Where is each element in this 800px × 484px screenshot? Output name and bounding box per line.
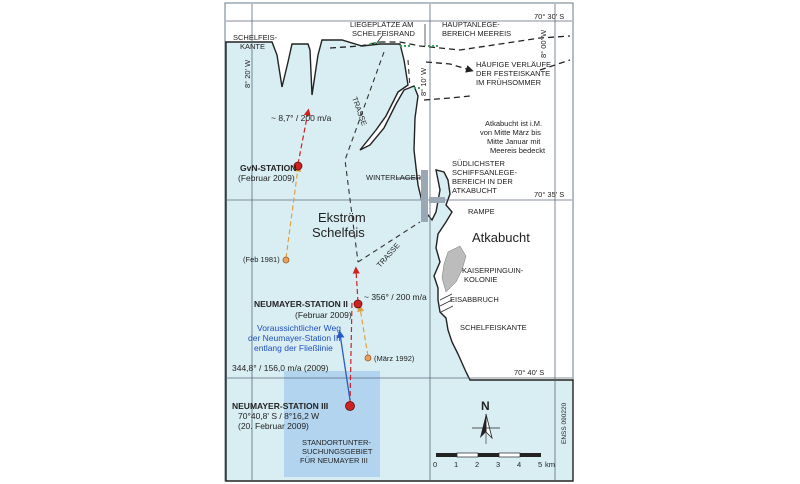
nm3-expected-path	[336, 330, 351, 401]
gvn-station-date: (Februar 2009)	[238, 173, 295, 183]
scale-tick-1: 1	[454, 460, 458, 469]
haeufige-label-3: IM FRÜHSOMMER	[476, 78, 542, 87]
nm3-flow-red	[349, 301, 353, 405]
nm2-station-marker	[353, 299, 363, 309]
atkabucht-note-4: Meereis bedeckt	[490, 146, 546, 155]
nm3-path-note-2: der Neumayer-Station III	[248, 333, 341, 343]
standort-label-2: SUCHUNGSGEBIET	[302, 447, 373, 456]
hauptanlege-label-1: HAUPTANLEGE-	[442, 20, 500, 29]
kaiserpinguin-label-2: KOLONIE	[464, 275, 497, 284]
nm3-path-note-3: entlang der Fließlinie	[254, 343, 333, 353]
atkabucht-note-2: von Mitte März bis	[480, 128, 541, 137]
atkabucht-note-1: Atkabucht ist i.M.	[485, 119, 542, 128]
standort-label-3: FÜR NEUMAYER III	[300, 456, 368, 465]
trasse-routes	[344, 51, 421, 263]
enss-code: ENSS 090220	[561, 402, 568, 444]
north-arrow-label: N	[481, 399, 490, 413]
hauptanlege-label-2: BEREICH MEEREIS	[442, 29, 511, 38]
label-leaders	[375, 24, 426, 179]
nm3-coords: 70°40,8' S / 8°16,2 W	[238, 411, 319, 421]
fast-ice-edge-2	[425, 61, 474, 73]
nm2-old-date: (März 1992)	[374, 354, 415, 363]
nm3-path-note-1: Voraussichtlicher Weg	[257, 323, 341, 333]
fast-ice-edge-4	[539, 59, 571, 71]
lon-label-00: 8° 00' W	[539, 29, 548, 58]
lat-label-35: 70° 35' S	[534, 190, 564, 199]
schelfeiskante-se-label: SCHELFEISKANTE	[460, 323, 527, 332]
gvn-old-position-marker	[282, 256, 290, 264]
gvn-velocity: ~ 8,7° / 200 m/a	[271, 113, 332, 123]
ice-shelf	[225, 39, 574, 482]
ice-break-hatching	[439, 293, 454, 313]
coordinate-grid	[226, 4, 572, 480]
haeufige-label-2: DER FESTEISKANTE	[476, 69, 550, 78]
scale-tick-0: 0	[433, 460, 437, 469]
lon-label-10: 8° 10' W	[419, 67, 428, 96]
nm2-station-name: NEUMAYER-STATION II	[254, 299, 348, 309]
atkabucht-note-3: Mitte Januar mit	[487, 137, 541, 146]
ekstroem-label-2: Schelfeis	[312, 225, 365, 240]
lon-label-20: 8° 20' W	[243, 59, 252, 88]
suedlichster-label-4: ATKABUCHT	[452, 186, 497, 195]
rampe-marker	[429, 197, 445, 203]
suedlichster-label-2: SCHIFFSANLEGE-	[452, 168, 518, 177]
nm2-velocity: ~ 356° / 200 m/a	[364, 292, 427, 302]
liegeplaetze-label-2: SCHELFEISRAND	[352, 29, 416, 38]
penguin-colony	[441, 245, 467, 293]
investigation-area	[284, 371, 380, 477]
nm2-flow-red	[352, 266, 360, 303]
scale-tick-4: 4	[517, 460, 521, 469]
haeufige-label-1: HÄUFIGE VERLÄUFE	[476, 60, 551, 69]
nm2-flow-orange	[357, 304, 369, 357]
rampe-label: RAMPE	[468, 207, 495, 216]
schelfeiskante-nw-label-1: SCHELFEIS-	[233, 33, 278, 42]
lat-label-40: 70° 40' S	[514, 368, 544, 377]
nm3-date: (20. Februar 2009)	[238, 421, 309, 431]
gvn-station-marker	[293, 161, 303, 171]
winterlager-area	[421, 170, 428, 222]
ekstroem-label-1: Ekström	[318, 210, 366, 225]
fast-ice-edge-1	[329, 35, 571, 51]
gvn-old-date: (Feb 1981)	[243, 255, 280, 264]
gvn-flow-red	[297, 108, 311, 165]
nm2-station-date: (Februar 2009)	[295, 310, 352, 320]
lat-label-30: 70° 30' S	[534, 12, 564, 21]
nm2-old-position-marker	[364, 354, 372, 362]
eisabbruch-label: EISABBRUCH	[450, 295, 499, 304]
scale-bar	[436, 452, 541, 458]
nm3-station-name: NEUMAYER-STATION III	[232, 401, 328, 411]
scale-tick-5: 5	[538, 460, 542, 469]
winterlager-label: WINTERLAGER	[366, 173, 422, 182]
north-arrow-icon	[472, 413, 500, 444]
suedlichster-label-3: BEREICH IN DER	[452, 177, 513, 186]
atkabucht-label: Atkabucht	[472, 230, 530, 245]
nm3-velocity: 344,8° / 156,0 m/a (2009)	[232, 363, 329, 373]
schelfeiskante-nw-label-2: KANTE	[240, 42, 265, 51]
scale-tick-2: 2	[475, 460, 479, 469]
gvn-station-name: GvN-STATION	[240, 163, 296, 173]
nm3-station-marker	[345, 401, 355, 411]
scale-tick-3: 3	[496, 460, 500, 469]
gvn-flow-orange	[285, 164, 302, 259]
liegeplaetze-label-1: LIEGEPLÄTZE AM	[350, 20, 413, 29]
kaiserpinguin-label-1: KAISERPINGUIN-	[462, 266, 524, 275]
standort-label-1: STANDORTUNTER-	[302, 438, 371, 447]
scale-unit: km	[545, 460, 555, 469]
mooring-markers	[369, 41, 440, 89]
suedlichster-label-1: SÜDLICHSTER	[452, 159, 506, 168]
